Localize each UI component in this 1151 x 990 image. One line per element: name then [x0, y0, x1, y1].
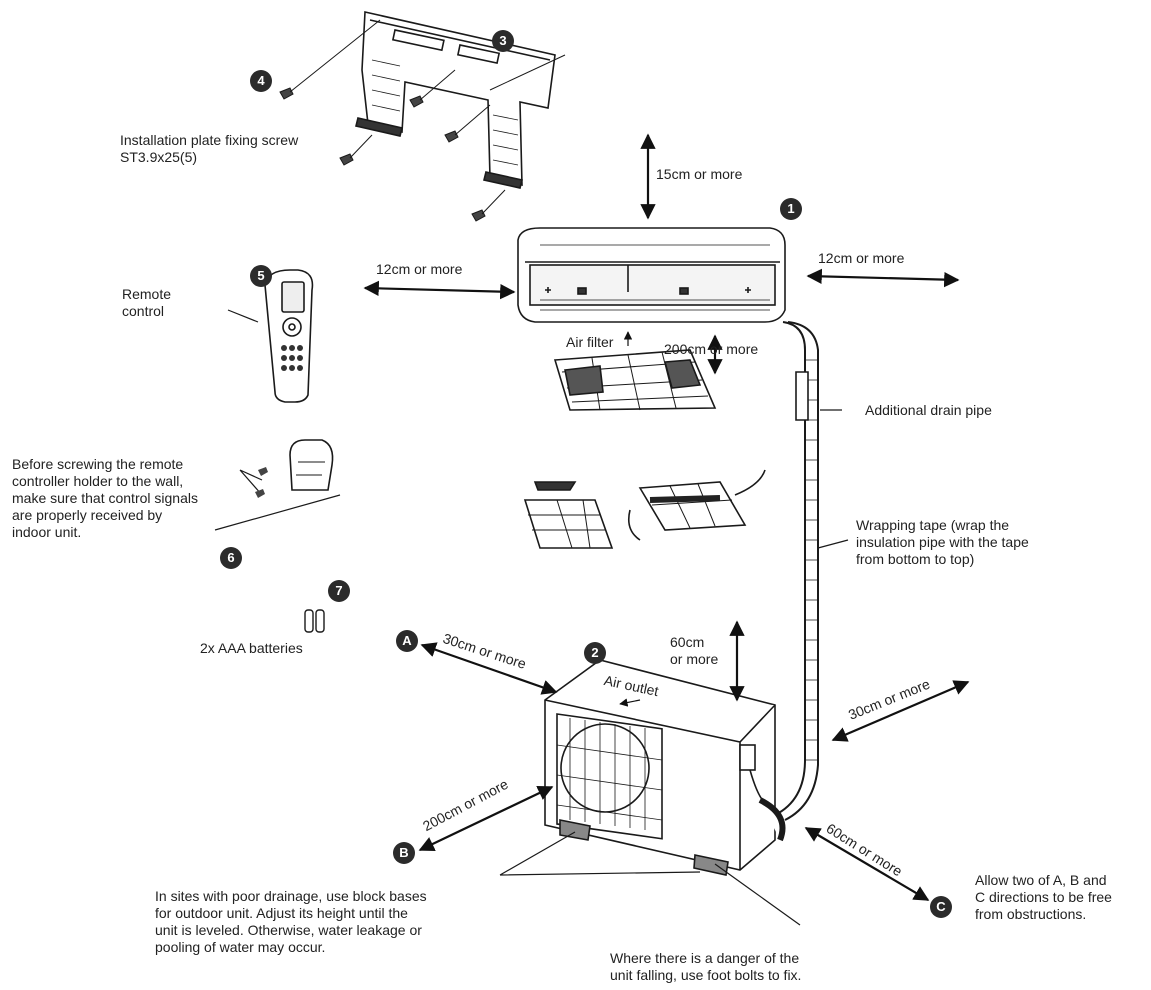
arrow-left-clearance	[363, 280, 516, 300]
right-clearance-label: 12cm or more	[818, 250, 905, 266]
aaa-batteries	[304, 609, 325, 633]
arrow-right-clearance	[806, 268, 960, 288]
filter-handling	[523, 469, 766, 549]
arrow-outdoor-b	[418, 786, 554, 851]
holder-note: Before screwing the remote controller ho…	[12, 456, 198, 540]
air-filter-label: Air filter	[566, 334, 614, 350]
outdoor-top-clearance-label: 60cm or more	[670, 634, 719, 667]
installation-plate	[355, 11, 556, 189]
remote-holder	[289, 439, 334, 491]
badge-7: 7	[328, 580, 350, 602]
foot-bolts-note: Where there is a danger of the unit fall…	[610, 950, 802, 983]
air-filter	[553, 349, 717, 411]
remote-control	[264, 269, 314, 403]
holder-screws	[255, 467, 268, 498]
badge-4: 4	[250, 70, 272, 92]
drainage-note: In sites with poor drainage, use block b…	[155, 888, 427, 955]
badge-1: 1	[780, 198, 802, 220]
wrapping-tape-label: Wrapping tape (wrap the insulation pipe …	[856, 517, 1029, 567]
batteries-label: 2x AAA batteries	[200, 640, 303, 656]
indoor-unit	[517, 227, 786, 323]
floor-clearance-label: 200cm or more	[664, 341, 759, 357]
plate-screws	[279, 19, 566, 222]
outdoor-unit	[544, 659, 786, 876]
arrow-outdoor-c	[804, 827, 930, 901]
air-outlet-arrow	[619, 698, 641, 707]
badge-2: 2	[584, 642, 606, 664]
left-clearance-label: 12cm or more	[376, 261, 463, 277]
top-clearance-label: 15cm or more	[656, 166, 743, 182]
badge-c: C	[930, 896, 952, 918]
arrow-outdoor-side	[831, 680, 970, 742]
abc-note: Allow two of A, B and C directions to be…	[975, 872, 1112, 922]
badge-6: 6	[220, 547, 242, 569]
pipe	[774, 321, 819, 821]
badge-3: 3	[492, 30, 514, 52]
additional-drain-pipe-label: Additional drain pipe	[865, 402, 992, 418]
badge-5: 5	[250, 265, 272, 287]
arrow-outdoor-a	[420, 642, 558, 695]
leader-lines	[214, 309, 849, 926]
remote-control-label: Remote control	[122, 286, 172, 319]
badge-a: A	[396, 630, 418, 652]
badge-b: B	[393, 842, 415, 864]
install-plate-screw-label: Installation plate fixing screw ST3.9x25…	[120, 132, 299, 165]
